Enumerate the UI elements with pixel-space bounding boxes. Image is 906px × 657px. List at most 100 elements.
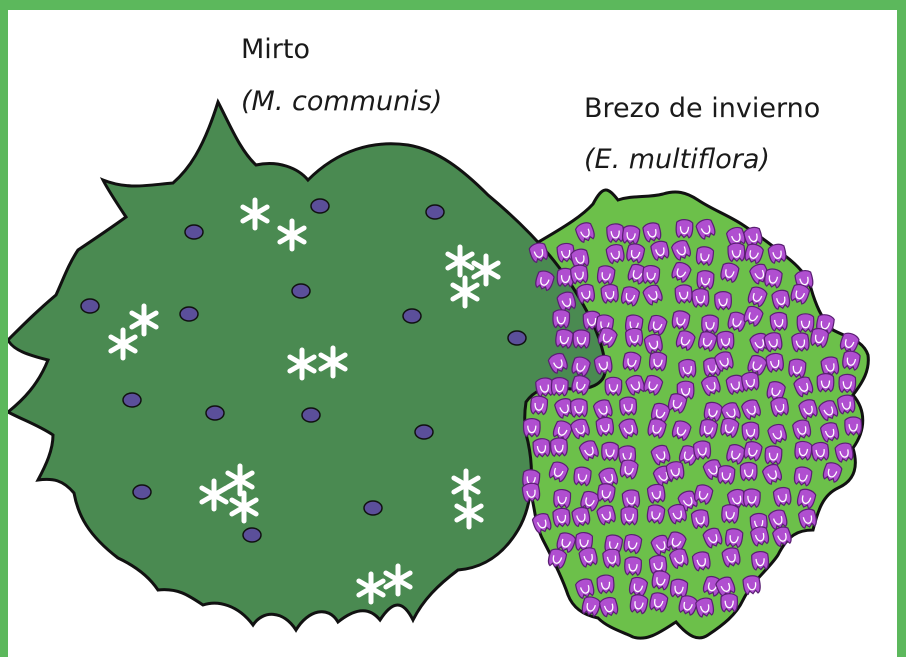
bell-flower-icon (792, 419, 812, 440)
bell-flower-icon (571, 375, 591, 396)
bell-flower-icon (643, 374, 664, 396)
bell-flower-icon (842, 350, 861, 371)
bell-flower-icon (747, 286, 768, 308)
bell-flower-icon (721, 504, 740, 524)
bell-flower-icon (819, 422, 840, 443)
berry-icon (132, 484, 152, 500)
bell-flower-icon (700, 375, 721, 397)
berry-icon (414, 424, 434, 440)
bell-flower-icon (811, 441, 830, 462)
bell-flower-icon (741, 371, 760, 392)
bell-flower-icon (648, 554, 668, 575)
asterisk-flower-icon (356, 571, 386, 605)
bell-flower-icon (592, 399, 613, 421)
bell-flower-icon (528, 242, 549, 264)
bell-flower-icon (649, 351, 668, 372)
bell-flower-icon (696, 270, 715, 290)
bell-flower-icon (767, 509, 788, 531)
myrtle-flowers (108, 197, 501, 605)
bell-flower-icon (793, 466, 813, 487)
bell-flower-icon (605, 244, 625, 265)
bell-flower-icon (671, 420, 692, 442)
bell-flower-icon (646, 483, 666, 504)
bell-flower-icon (765, 352, 784, 373)
bell-flower-icon (743, 226, 763, 248)
bell-flower-icon (727, 311, 747, 333)
bell-flower-icon (595, 416, 614, 437)
bell-flower-icon (818, 400, 839, 421)
bell-flower-icon (844, 416, 863, 436)
bell-flower-icon (649, 592, 669, 613)
bell-flower-icon (797, 508, 817, 529)
bell-flower-icon (596, 574, 615, 595)
bell-flower-icon (650, 240, 670, 262)
bell-flower-icon (642, 222, 662, 243)
bell-flower-icon (822, 462, 843, 483)
bell-flower-icon (741, 421, 760, 442)
bell-flower-icon (627, 263, 648, 285)
berry-icon (80, 298, 100, 314)
berry-icon (363, 500, 383, 516)
bell-flower-icon (793, 376, 814, 398)
bell-flower-icon (695, 218, 716, 240)
asterisk-flower-icon (471, 253, 501, 287)
bell-flower-icon (675, 219, 694, 239)
bell-flower-icon (678, 595, 698, 616)
asterisk-flower-icon (199, 478, 229, 512)
bell-flower-icon (772, 486, 792, 508)
bell-flower-icon (699, 418, 719, 440)
bell-flower-icon (643, 333, 663, 355)
bell-flower-icon (796, 488, 817, 510)
bell-flower-icon (743, 441, 763, 462)
bell-flower-icon (767, 243, 787, 264)
bell-flower-icon (675, 330, 696, 351)
bell-flower-icon (726, 444, 746, 465)
bell-flower-icon (693, 440, 712, 461)
asterisk-flower-icon (225, 463, 255, 497)
bell-flower-icon (596, 504, 616, 526)
asterisk-flower-icon (129, 303, 159, 337)
bell-flower-icon (521, 482, 541, 503)
asterisk-flower-icon (445, 244, 475, 278)
bell-flower-icon (770, 397, 789, 418)
bell-flower-icon (597, 483, 616, 504)
bell-flower-icon (556, 532, 577, 553)
bell-flower-icon (571, 506, 591, 528)
berry-icon (507, 330, 527, 346)
asterisk-flower-icon (229, 490, 259, 524)
bell-flower-icon (571, 356, 591, 378)
bell-flower-icon (629, 594, 649, 615)
bell-flower-icon (764, 445, 783, 466)
bell-flower-icon (667, 503, 687, 525)
bell-flower-icon (739, 461, 758, 482)
bell-flower-icon (695, 246, 715, 267)
berry-icon (402, 308, 422, 324)
bell-flower-icon (547, 352, 568, 374)
bell-flower-icon (606, 223, 625, 244)
berry-icon (184, 224, 204, 240)
bell-flower-icon (717, 465, 736, 485)
bell-flower-icon (810, 327, 830, 349)
bell-flower-icon (624, 556, 642, 576)
bell-flower-icon (535, 270, 555, 292)
bell-flower-icon (600, 283, 619, 304)
bell-flower-icon (570, 264, 589, 285)
bell-flower-icon (788, 358, 807, 379)
bell-flower-icon (572, 329, 591, 349)
bell-flower-icon (796, 313, 815, 333)
bell-flower-icon (798, 399, 818, 420)
bell-flower-icon (642, 284, 663, 306)
bell-flower-icon (604, 376, 623, 397)
bell-flower-icon (646, 504, 666, 525)
bell-flower-icon (620, 286, 641, 307)
bell-flower-icon (620, 506, 639, 526)
heather-common-name: Brezo de invierno (584, 93, 820, 124)
bell-flower-icon (531, 513, 552, 534)
bell-flower-icon (597, 327, 618, 349)
bell-flower-icon (623, 534, 643, 555)
bell-flower-icon (750, 526, 770, 547)
bell-flower-icon (570, 418, 590, 440)
berry-icon (425, 204, 445, 220)
myrtle-common-name: Mirto (241, 34, 310, 65)
